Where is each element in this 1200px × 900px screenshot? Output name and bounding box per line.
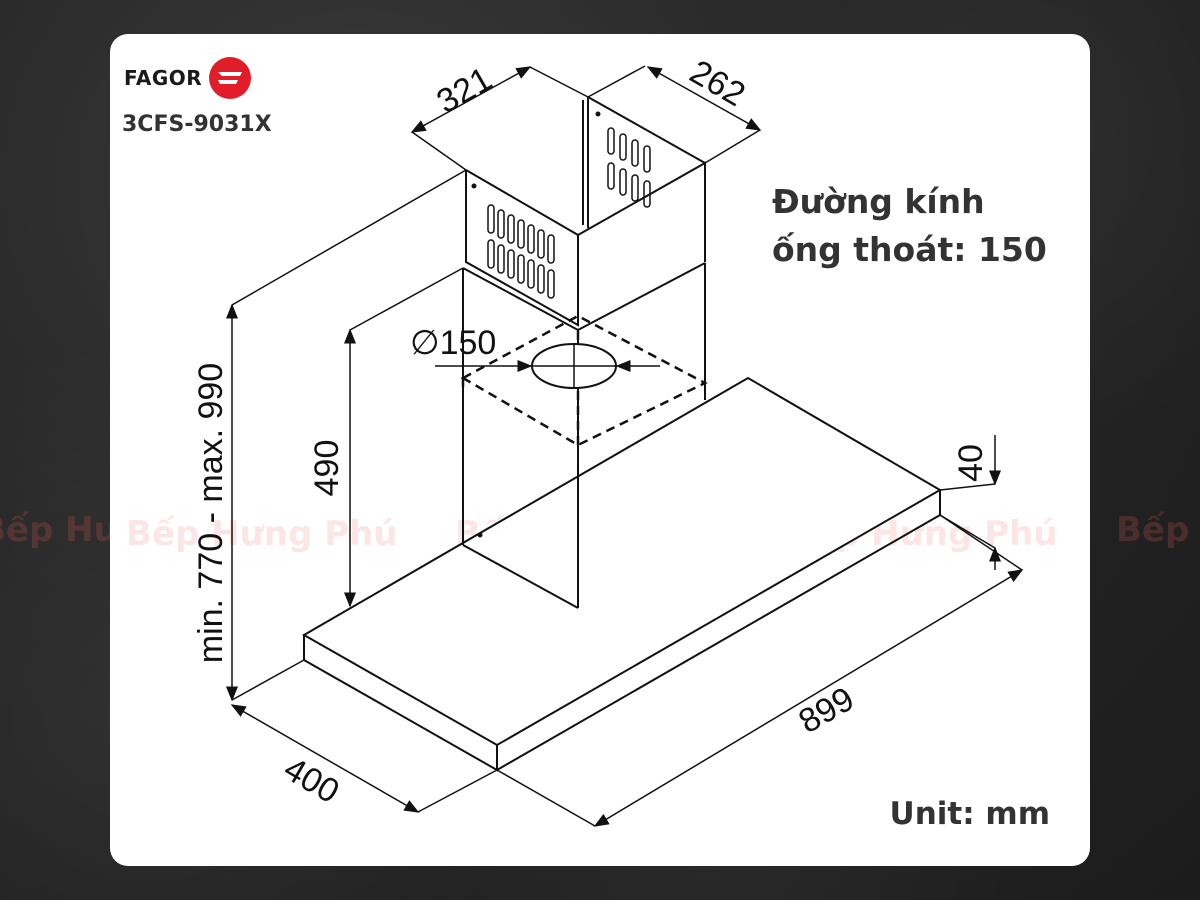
duct-outlet [435, 343, 660, 389]
dim-label-490: 490 [308, 440, 346, 497]
dim-label-total-height: min. 770 - max. 990 [192, 363, 230, 663]
dim-label-400: 400 [277, 750, 345, 811]
vent-slots-left [487, 204, 555, 299]
dim-label-diameter: ∅150 [410, 324, 496, 362]
brand-name: FAGOR [124, 66, 203, 90]
duct-note-line2: ống thoát: 150 [772, 230, 1047, 269]
diagram-card: Bếp Hưng Phú Bếp Hưng Phú Bếp Hưng Phú F… [110, 34, 1090, 866]
model-number: 3CFS-9031X [122, 112, 272, 137]
duct-note-line1: Đường kính [772, 182, 985, 221]
dim-label-262: 262 [683, 53, 751, 114]
vent-slots-right [607, 127, 651, 208]
hood-outline [301, 96, 942, 772]
duct-note: Đường kính ống thoát: 150 [772, 178, 1072, 274]
dim-label-321: 321 [430, 60, 498, 121]
hood-technical-drawing: 321 262 ∅150 490 min. 770 - max. 990 40 … [192, 53, 1024, 827]
dimension-lines [226, 65, 1024, 827]
dim-label-899: 899 [792, 680, 860, 741]
fagor-logo-icon [209, 57, 252, 99]
brand-logo: FAGOR [124, 56, 252, 100]
dim-label-40: 40 [952, 444, 990, 482]
watermark-right: Bếp Hưng Phú [1116, 510, 1200, 550]
